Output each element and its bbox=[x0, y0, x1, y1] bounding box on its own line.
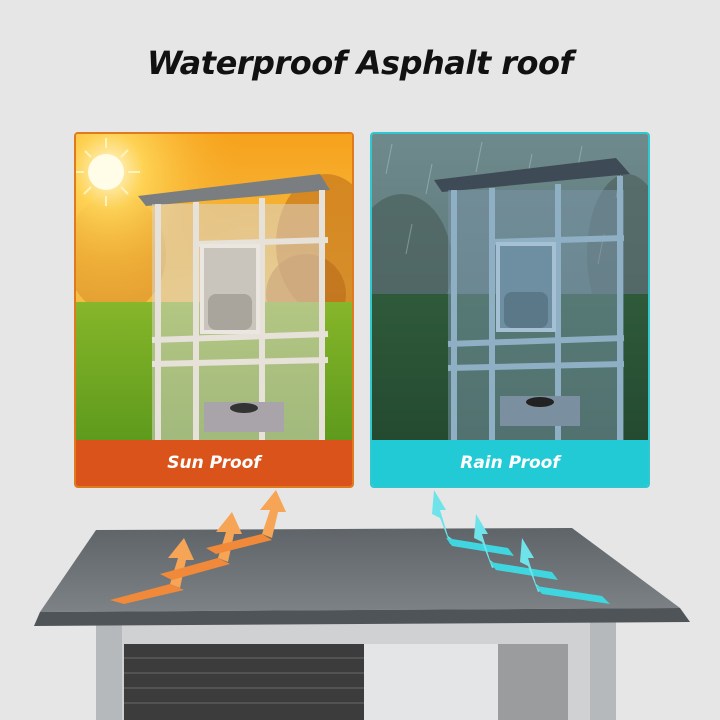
sun-scene-image bbox=[76, 134, 352, 440]
catio-illustration bbox=[138, 174, 330, 440]
sun-proof-panel: Sun Proof bbox=[74, 132, 354, 488]
rain-proof-panel: Rain Proof bbox=[370, 132, 650, 488]
rain-proof-label: Rain Proof bbox=[372, 440, 648, 486]
roof-illustration bbox=[34, 490, 690, 720]
page-title: Waterproof Asphalt roof bbox=[147, 44, 573, 82]
catio-illustration bbox=[434, 158, 630, 440]
rain-scene-image bbox=[372, 134, 648, 440]
sun-icon bbox=[76, 138, 140, 206]
sun-deflect-arrows bbox=[110, 490, 286, 604]
rain-deflect-arrows bbox=[432, 490, 610, 604]
mesh-panel bbox=[124, 644, 364, 720]
sun-proof-label: Sun Proof bbox=[76, 440, 352, 486]
